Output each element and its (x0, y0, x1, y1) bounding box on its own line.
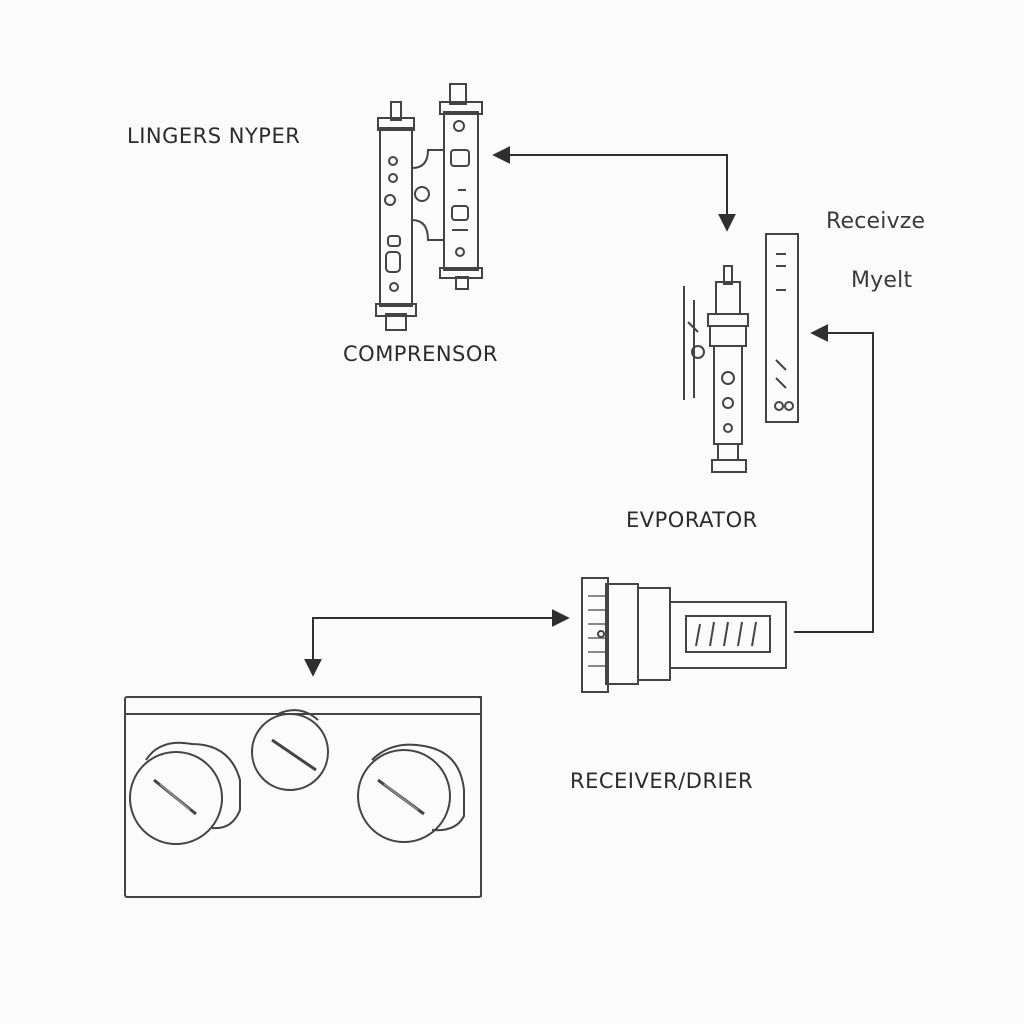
compressor-component (375, 83, 483, 331)
label-evaporator: EVPORATOR (626, 508, 758, 532)
receiver-drier-component (581, 577, 787, 693)
label-compressor: COMPRENSOR (343, 342, 498, 366)
label-receivze: Receivze (826, 209, 926, 234)
flow-lines (304, 146, 874, 677)
arrow-receiver-to-evaporator (794, 324, 874, 633)
label-receiver-drier: RECEIVER/DRIER (570, 769, 754, 793)
arrow-compressor-evaporator (492, 146, 736, 232)
gauge-panel (124, 696, 482, 898)
arrow-gauge-receiver (304, 609, 570, 677)
label-lingers-nyper: LINGERS NYPER (127, 124, 301, 148)
label-myelt: Myelt (851, 268, 913, 293)
evaporator-component (683, 233, 799, 473)
